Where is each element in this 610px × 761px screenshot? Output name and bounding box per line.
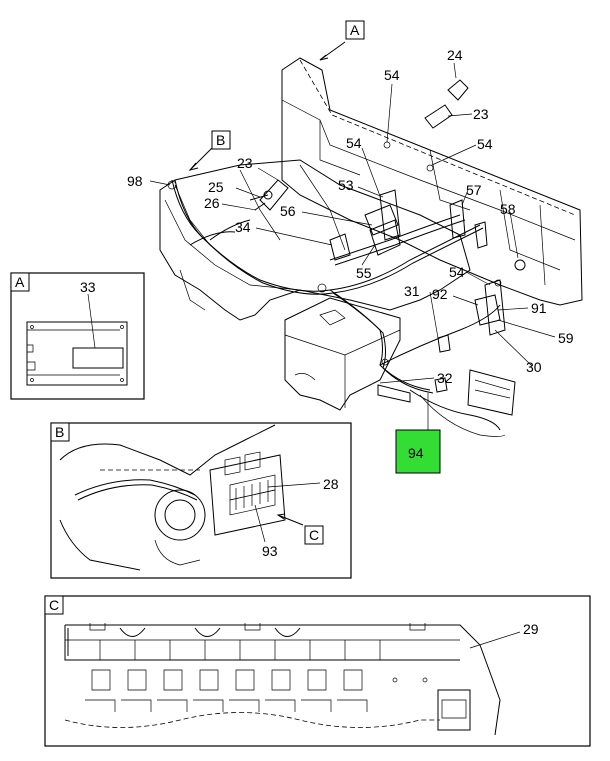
callout-29: 29 bbox=[523, 621, 539, 637]
detail-panel-b: B C 28 93 bbox=[50, 422, 352, 579]
detail-a-label: A bbox=[15, 274, 25, 290]
callout-55: 55 bbox=[356, 265, 372, 281]
detail-panel-a: A 33 bbox=[10, 272, 145, 400]
callout-54b: 54 bbox=[346, 135, 362, 151]
callout-33: 33 bbox=[80, 279, 96, 295]
callout-59: 59 bbox=[558, 330, 574, 346]
view-a-pointer-box bbox=[345, 20, 365, 40]
callout-93: 93 bbox=[262, 543, 278, 559]
callout-91: 91 bbox=[531, 300, 547, 316]
callout-56: 56 bbox=[280, 203, 296, 219]
callout-25: 25 bbox=[208, 179, 224, 195]
detail-b-label: B bbox=[55, 424, 64, 440]
view-b-pointer-box bbox=[211, 130, 231, 150]
callout-58: 58 bbox=[500, 201, 516, 217]
view-b-pointer-label: B bbox=[216, 132, 225, 148]
callout-28: 28 bbox=[323, 476, 339, 492]
main-assembly bbox=[159, 57, 583, 437]
callout-54d: 54 bbox=[449, 264, 465, 280]
callout-23b: 23 bbox=[237, 155, 253, 171]
callout-23a: 23 bbox=[473, 106, 489, 122]
callout-92: 92 bbox=[432, 286, 448, 302]
callout-24: 24 bbox=[447, 47, 463, 63]
detail-panel-c: C 29 bbox=[44, 595, 591, 747]
callout-32: 32 bbox=[437, 370, 453, 386]
highlight-callout-94[interactable]: 94 bbox=[395, 429, 441, 474]
callout-30: 30 bbox=[526, 359, 542, 375]
callout-98: 98 bbox=[127, 173, 143, 189]
callout-54c: 54 bbox=[477, 136, 493, 152]
callout-53: 53 bbox=[338, 177, 354, 193]
callout-26: 26 bbox=[204, 195, 220, 211]
callout-54a: 54 bbox=[384, 67, 400, 83]
callouts-main: A B 24 23 54 54 54 98 23 25 26 53 57 58 … bbox=[127, 20, 574, 386]
callout-34: 34 bbox=[235, 219, 251, 235]
detail-c-label: C bbox=[49, 597, 59, 613]
callout-31: 31 bbox=[404, 283, 420, 299]
highlight-box[interactable] bbox=[395, 429, 441, 474]
callout-57: 57 bbox=[466, 182, 482, 198]
view-c-pointer-label: C bbox=[309, 527, 319, 543]
callout-94: 94 bbox=[408, 445, 424, 461]
leader-lines-main bbox=[149, 41, 556, 432]
view-a-pointer-label: A bbox=[350, 22, 360, 38]
